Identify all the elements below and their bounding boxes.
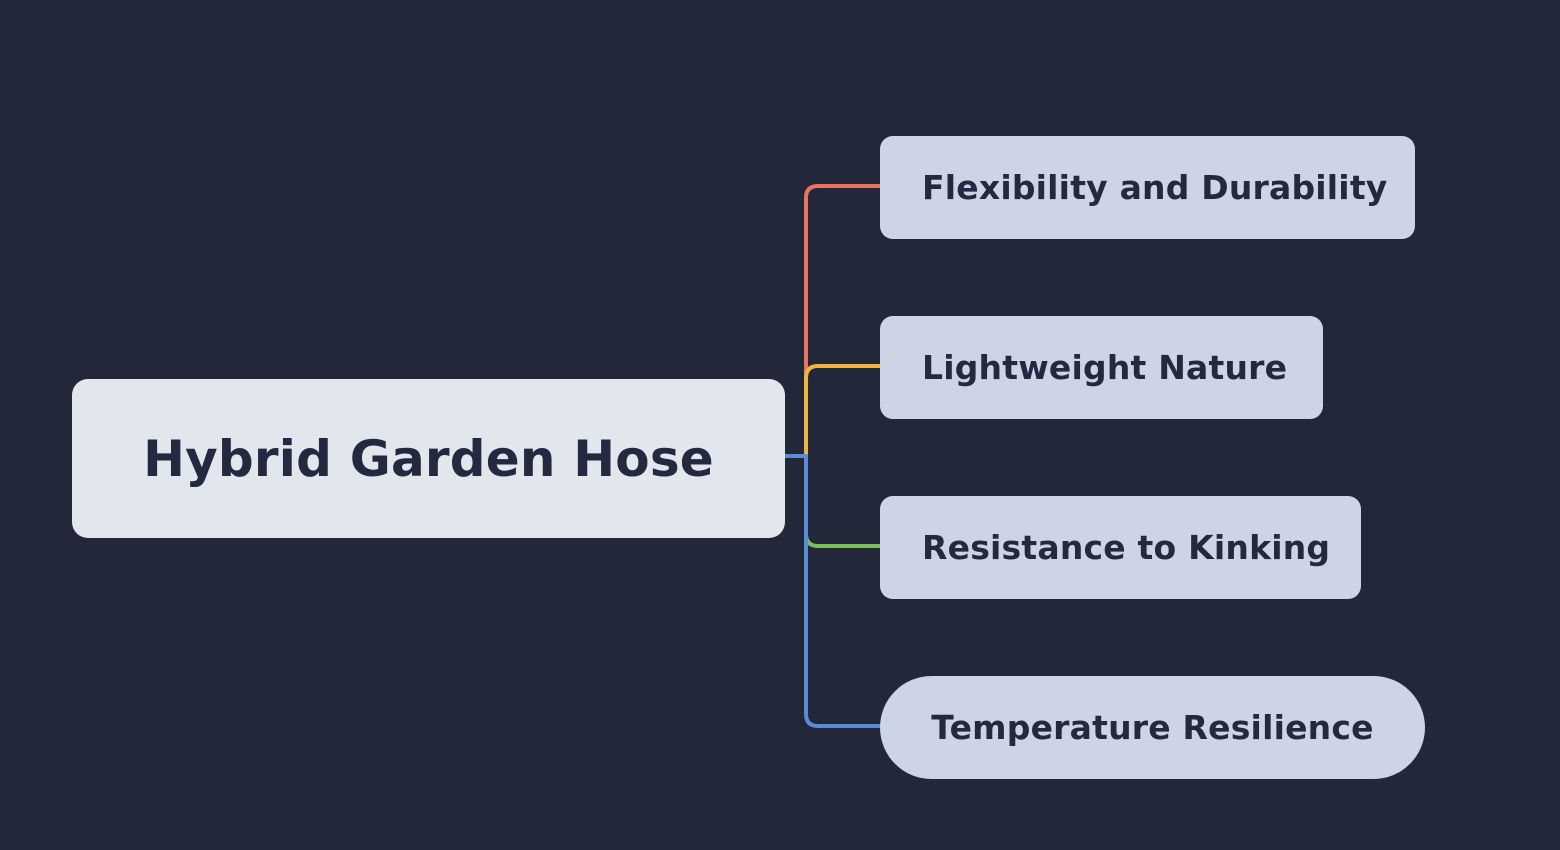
root-node-label: Hybrid Garden Hose bbox=[143, 429, 714, 488]
branch-node-label: Temperature Resilience bbox=[931, 708, 1374, 747]
branch-node-flexibility-durability[interactable]: Flexibility and Durability bbox=[880, 136, 1415, 239]
root-node[interactable]: Hybrid Garden Hose bbox=[72, 379, 785, 538]
branch-node-lightweight-nature[interactable]: Lightweight Nature bbox=[880, 316, 1323, 419]
connector-branch-1 bbox=[784, 184, 882, 458]
branch-node-temperature-resilience[interactable]: Temperature Resilience bbox=[880, 676, 1425, 779]
connector-branch-4 bbox=[784, 454, 882, 728]
connector-branch-2 bbox=[784, 364, 882, 458]
connector-branch-3 bbox=[784, 454, 882, 548]
branch-node-label: Lightweight Nature bbox=[922, 348, 1288, 387]
branch-node-label: Flexibility and Durability bbox=[922, 168, 1388, 207]
branch-node-resistance-kinking[interactable]: Resistance to Kinking bbox=[880, 496, 1361, 599]
branch-node-label: Resistance to Kinking bbox=[922, 528, 1331, 567]
